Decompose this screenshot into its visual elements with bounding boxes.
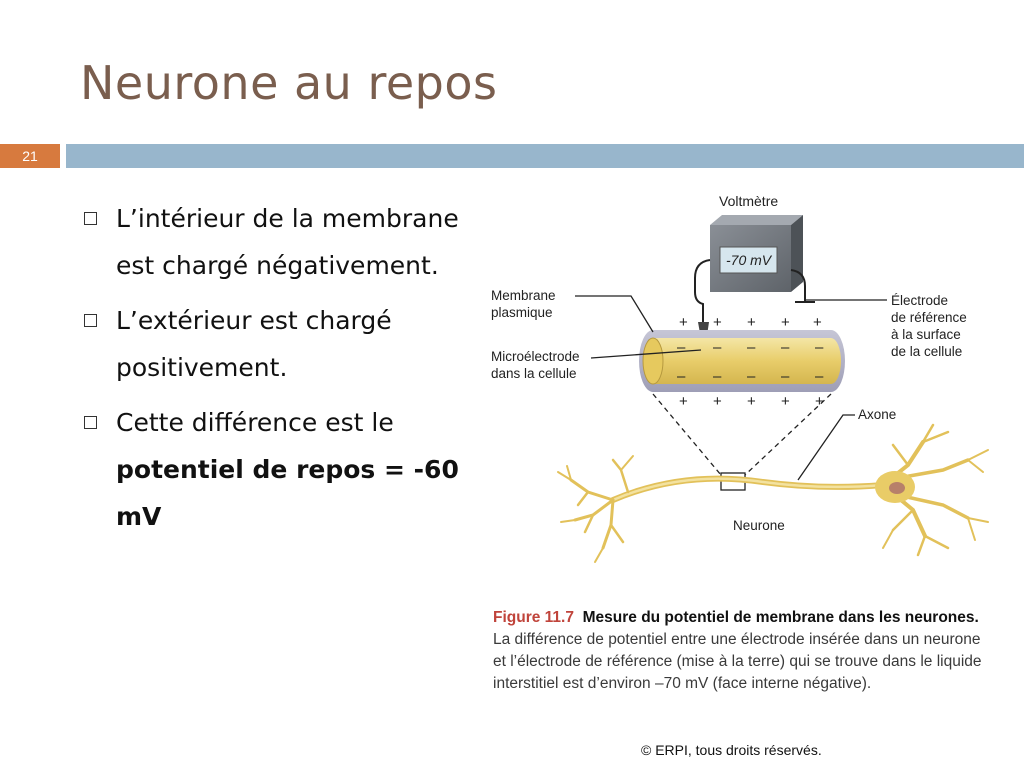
plus-charge: +: [713, 393, 722, 410]
bullet-text: L’extérieur est chargé positivement.: [116, 306, 392, 382]
microelectrode-wire: [694, 259, 711, 325]
plus-charge: +: [713, 314, 722, 331]
copyright: © ERPI, tous droits réservés.: [641, 742, 822, 758]
figure-caption: Figure 11.7 Mesure du potentiel de membr…: [493, 607, 993, 695]
neuron-diagram: Voltmètre -70 mV + + + + + – – –: [491, 193, 989, 563]
figure-title: Mesure du potentiel de membrane dans les…: [582, 609, 979, 626]
microelectrode-label: Microélectrode: [491, 349, 580, 364]
header-bar: [66, 144, 1024, 168]
bullet-item: L’intérieur de la membrane est chargé né…: [78, 195, 468, 289]
microelectrode-leader-line: [590, 349, 702, 359]
plus-charge: +: [747, 314, 756, 331]
charges: + + + + + – – – – – – – – – – + + + + +: [677, 314, 824, 410]
nucleus: [889, 482, 905, 494]
minus-charge: –: [713, 339, 722, 356]
minus-charge: –: [677, 339, 686, 356]
axon-label: Axone: [858, 407, 896, 422]
plus-charge: +: [813, 314, 822, 331]
minus-charge: –: [781, 339, 790, 356]
reference-label: Électrode: [891, 293, 948, 308]
membrane-label: plasmique: [491, 305, 553, 320]
minus-charge: –: [815, 368, 824, 385]
plus-charge: +: [747, 393, 756, 410]
neuron-label: Neurone: [733, 518, 785, 533]
bullet-list: L’intérieur de la membrane est chargé né…: [78, 195, 468, 548]
minus-charge: –: [677, 368, 686, 385]
bullet-square-icon: [84, 212, 97, 225]
zoom-line-right: [744, 393, 832, 476]
neuron: [557, 423, 989, 563]
bullet-item: L’extérieur est chargé positivement.: [78, 297, 468, 391]
axon-leader-line: [797, 414, 855, 481]
minus-charge: –: [781, 368, 790, 385]
bullet-text: L’intérieur de la membrane est chargé né…: [116, 204, 459, 280]
bullet-bold-text: potentiel de repos = -60 mV: [116, 455, 459, 531]
voltmeter: Voltmètre -70 mV: [710, 193, 803, 292]
reference-label: à la surface: [891, 327, 961, 342]
plus-charge: +: [815, 393, 824, 410]
plus-charge: +: [781, 393, 790, 410]
reference-label: de référence: [891, 310, 967, 325]
bullet-square-icon: [84, 416, 97, 429]
bullet-text: Cette différence est le: [116, 408, 394, 437]
slide-number: 21: [0, 144, 60, 168]
microelectrode-label: dans la cellule: [491, 366, 577, 381]
figure-number: Figure 11.7: [493, 609, 574, 626]
voltmeter-display: -70 mV: [726, 252, 773, 268]
slide-title: Neurone au repos: [80, 56, 498, 110]
figure-body: La différence de potentiel entre une éle…: [493, 631, 982, 692]
minus-charge: –: [713, 368, 722, 385]
figure-panel: Voltmètre -70 mV + + + + + – – –: [463, 170, 1024, 768]
membrane-leader-line: [575, 295, 654, 333]
bullet-square-icon: [84, 314, 97, 327]
minus-charge: –: [747, 339, 756, 356]
voltmeter-label: Voltmètre: [719, 193, 778, 209]
plus-charge: +: [781, 314, 790, 331]
plus-charge: +: [679, 314, 688, 331]
membrane-label: Membrane: [491, 288, 556, 303]
plus-charge: +: [679, 393, 688, 410]
bullet-item: Cette différence est le potentiel de rep…: [78, 399, 468, 540]
reference-label: de la cellule: [891, 344, 962, 359]
minus-charge: –: [815, 339, 824, 356]
axon-segment: [639, 330, 845, 392]
reference-wire: [790, 269, 806, 302]
minus-charge: –: [747, 368, 756, 385]
